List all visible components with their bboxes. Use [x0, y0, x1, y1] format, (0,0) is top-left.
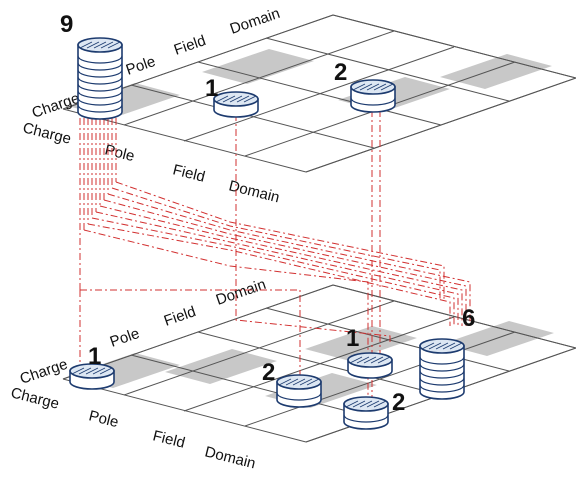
connector-from-stack-1 [235, 114, 391, 342]
upper-top-label-field: Field [172, 32, 208, 59]
lower-bottom-label-domain: Domain [203, 443, 257, 472]
lower-top-label-pole: Pole [108, 325, 142, 351]
lower-stack-count-field-right: 1 [346, 325, 359, 352]
upper-stack-count-field: 1 [205, 75, 218, 102]
upper-stack-count-domain: 2 [334, 59, 347, 86]
lower-top-label-field: Field [162, 303, 198, 330]
lower-stack-front [343, 396, 389, 430]
lower-stack-count-domain: 6 [462, 305, 475, 332]
upper-stack-field [213, 91, 259, 118]
connectors-from-stack-2 [371, 110, 381, 398]
upper-stack-charge [77, 37, 123, 120]
lower-stack-field-right [347, 352, 393, 379]
lower-stack-count-charge: 1 [88, 343, 101, 370]
upper-stack-count-charge: 9 [60, 11, 73, 38]
lower-stack-count-front: 2 [392, 389, 405, 416]
upper-bottom-label-field: Field [171, 161, 207, 185]
upper-stack-counts: 9 1 2 [60, 11, 347, 102]
upper-bottom-label-pole: Pole [103, 141, 136, 165]
lower-stack-field-left [276, 374, 322, 408]
lower-bottom-label-charge: Charge [9, 384, 61, 412]
lower-top-label-charge: Charge [18, 356, 70, 388]
lower-stack-counts: 1 2 1 2 6 [88, 305, 475, 416]
lower-stack-charge [69, 363, 115, 390]
upper-top-label-pole: Pole [124, 53, 158, 79]
lower-bottom-label-pole: Pole [87, 407, 120, 431]
lower-top-label-domain: Domain [214, 276, 268, 309]
upper-stack-domain [350, 79, 396, 113]
upper-bottom-label-domain: Domain [227, 177, 281, 206]
upper-grid-bottom-labels: Charge Pole Field Domain [21, 119, 281, 206]
lower-grid-lines [62, 284, 576, 443]
connectors-from-stack-9 [79, 118, 471, 398]
lower-bottom-label-field: Field [151, 427, 187, 451]
lower-stack-count-field-left: 2 [262, 359, 275, 386]
lower-grid-shaded-cells [68, 321, 554, 408]
upper-top-label-charge: Charge [30, 90, 82, 122]
lower-grid: Charge Pole Field Domain Charge Pole Fie… [9, 276, 576, 472]
lower-stack-domain [419, 338, 465, 400]
upper-top-label-domain: Domain [228, 5, 282, 38]
stacks [69, 37, 465, 430]
connectors [79, 110, 471, 398]
upper-bottom-label-charge: Charge [21, 119, 73, 147]
